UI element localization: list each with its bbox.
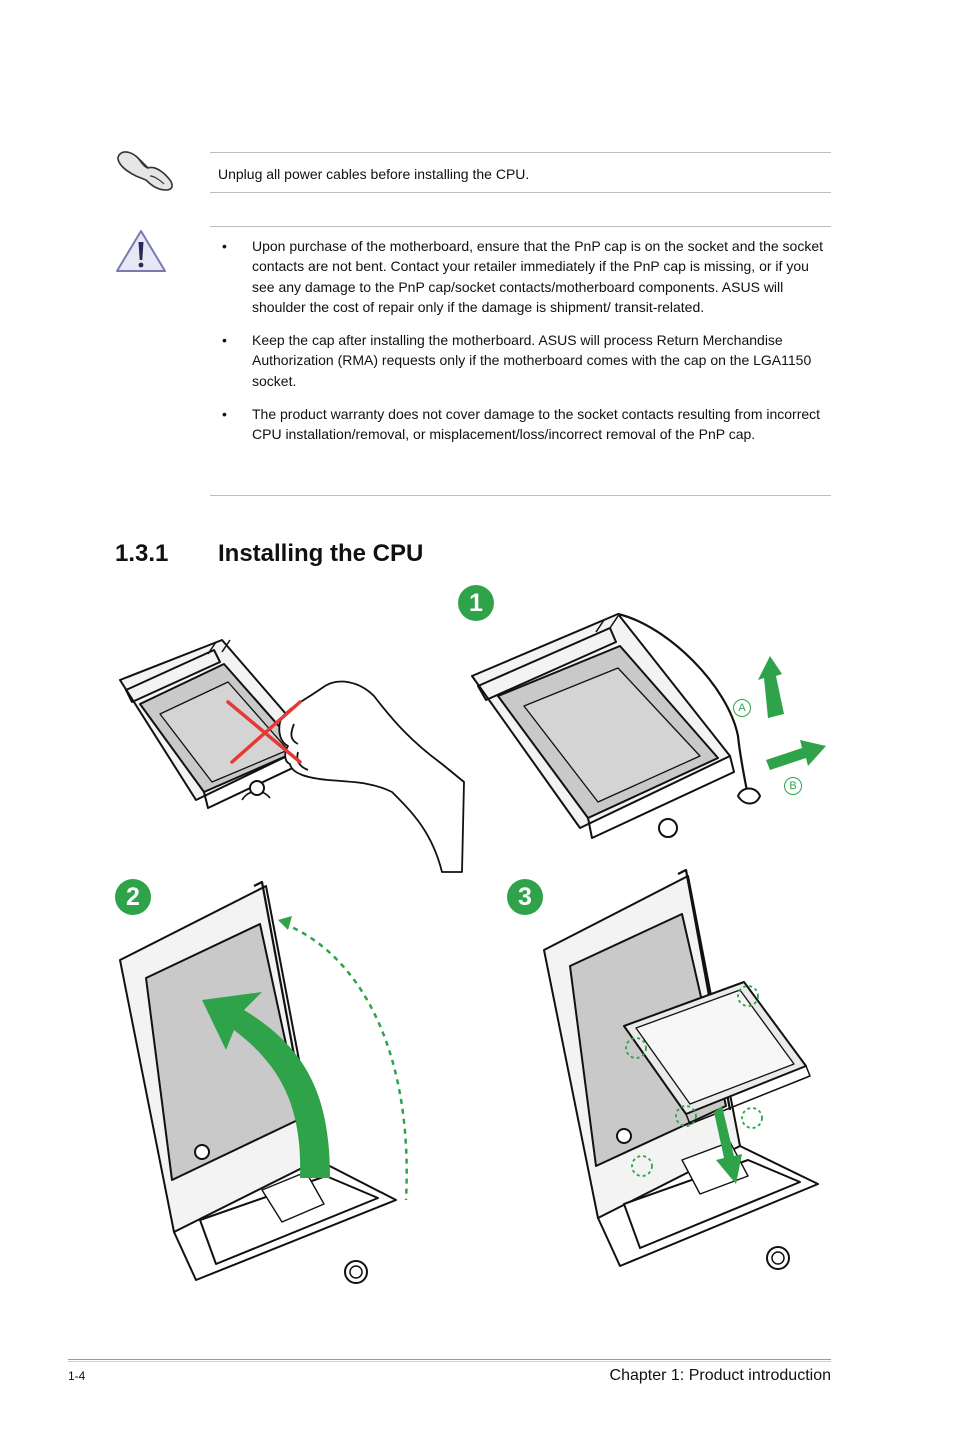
warning-top-rule bbox=[210, 152, 831, 153]
caution-item-text: Keep the cap after installing the mother… bbox=[252, 332, 812, 389]
page-number: 1-4 bbox=[68, 1369, 86, 1383]
label-a: A bbox=[733, 699, 751, 717]
footer-rule-secondary bbox=[68, 1361, 831, 1362]
open-load-plate-illustration bbox=[119, 880, 408, 1284]
section-title: Installing the CPU bbox=[218, 540, 424, 567]
socket-lever-illustration bbox=[471, 612, 761, 839]
caution-top-rule bbox=[210, 226, 831, 227]
caution-bottom-rule bbox=[210, 495, 831, 496]
caution-item-text: Upon purchase of the motherboard, ensure… bbox=[252, 238, 823, 315]
caution-item: • Keep the cap after installing the mothe… bbox=[218, 330, 830, 391]
bullet: • bbox=[222, 332, 227, 349]
insert-cpu-illustration bbox=[543, 868, 819, 1270]
bullet: • bbox=[222, 238, 227, 254]
socket-cap-hand-illustration bbox=[119, 639, 465, 873]
warning-bottom-rule bbox=[210, 192, 831, 193]
section-number: 1.3.1 bbox=[115, 540, 169, 567]
step-2-badge: 2 bbox=[115, 879, 151, 915]
caution-list: • Upon purchase of the motherboard, ensur… bbox=[218, 236, 830, 458]
arrow-up-a-icon bbox=[758, 656, 784, 718]
exclamation-triangle-icon bbox=[116, 230, 166, 272]
bullet: • bbox=[222, 406, 227, 423]
step-3-badge: 3 bbox=[507, 879, 543, 915]
chapter-title: Chapter 1: Product introduction bbox=[609, 1367, 831, 1384]
caution-item: • Upon purchase of the motherboard, ensur… bbox=[218, 236, 830, 317]
label-b: B bbox=[784, 777, 802, 795]
footer-rule bbox=[68, 1359, 831, 1360]
step-1-badge: 1 bbox=[458, 585, 494, 621]
caution-item-text: The product warranty does not cover dama… bbox=[252, 406, 821, 443]
arrow-right-b-icon bbox=[766, 740, 826, 770]
warning-text: Unplug all power cables before installin… bbox=[218, 166, 530, 182]
caution-item: • The product warranty does not cover dam… bbox=[218, 404, 830, 445]
hand-warning-icon bbox=[117, 151, 173, 191]
